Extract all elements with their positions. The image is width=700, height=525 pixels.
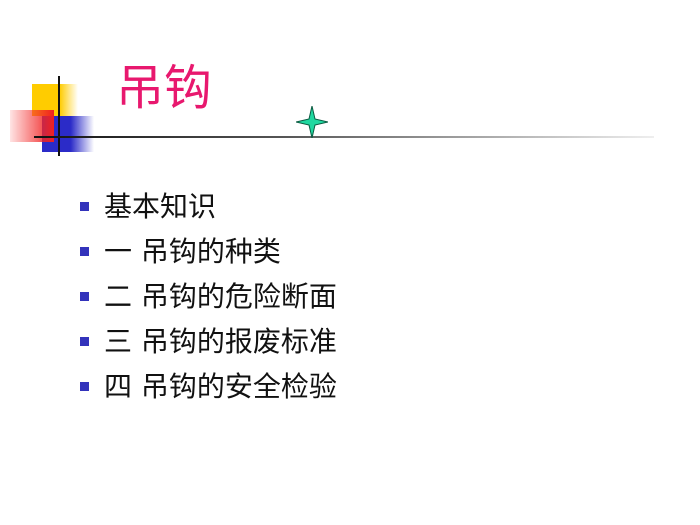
bullet-text: 四 吊钩的安全检验 xyxy=(104,369,337,403)
slide-title: 吊钩 xyxy=(116,60,213,116)
sparkle-star-icon xyxy=(296,106,328,138)
square-bullet-icon xyxy=(80,382,89,391)
bullet-text: 二 吊钩的危险断面 xyxy=(104,279,337,313)
bullet-text: 基本知识 xyxy=(104,189,217,223)
square-bullet-icon xyxy=(80,247,89,256)
square-bullet-icon xyxy=(80,202,89,211)
square-bullet-icon xyxy=(80,292,89,301)
list-item: 四 吊钩的安全检验 xyxy=(80,364,337,409)
list-item: 二 吊钩的危险断面 xyxy=(80,274,337,319)
bullet-text: 一 吊钩的种类 xyxy=(104,234,281,268)
list-item: 基本知识 xyxy=(80,184,337,229)
list-item: 一 吊钩的种类 xyxy=(80,229,337,274)
title-underline xyxy=(34,136,654,138)
list-item: 三 吊钩的报废标准 xyxy=(80,319,337,364)
bullet-text: 三 吊钩的报废标准 xyxy=(104,324,337,358)
decor-vertical-line xyxy=(58,76,60,156)
square-bullet-icon xyxy=(80,337,89,346)
bullet-list: 基本知识 一 吊钩的种类 二 吊钩的危险断面 三 吊钩的报废标准 四 吊钩的安全… xyxy=(80,184,337,409)
